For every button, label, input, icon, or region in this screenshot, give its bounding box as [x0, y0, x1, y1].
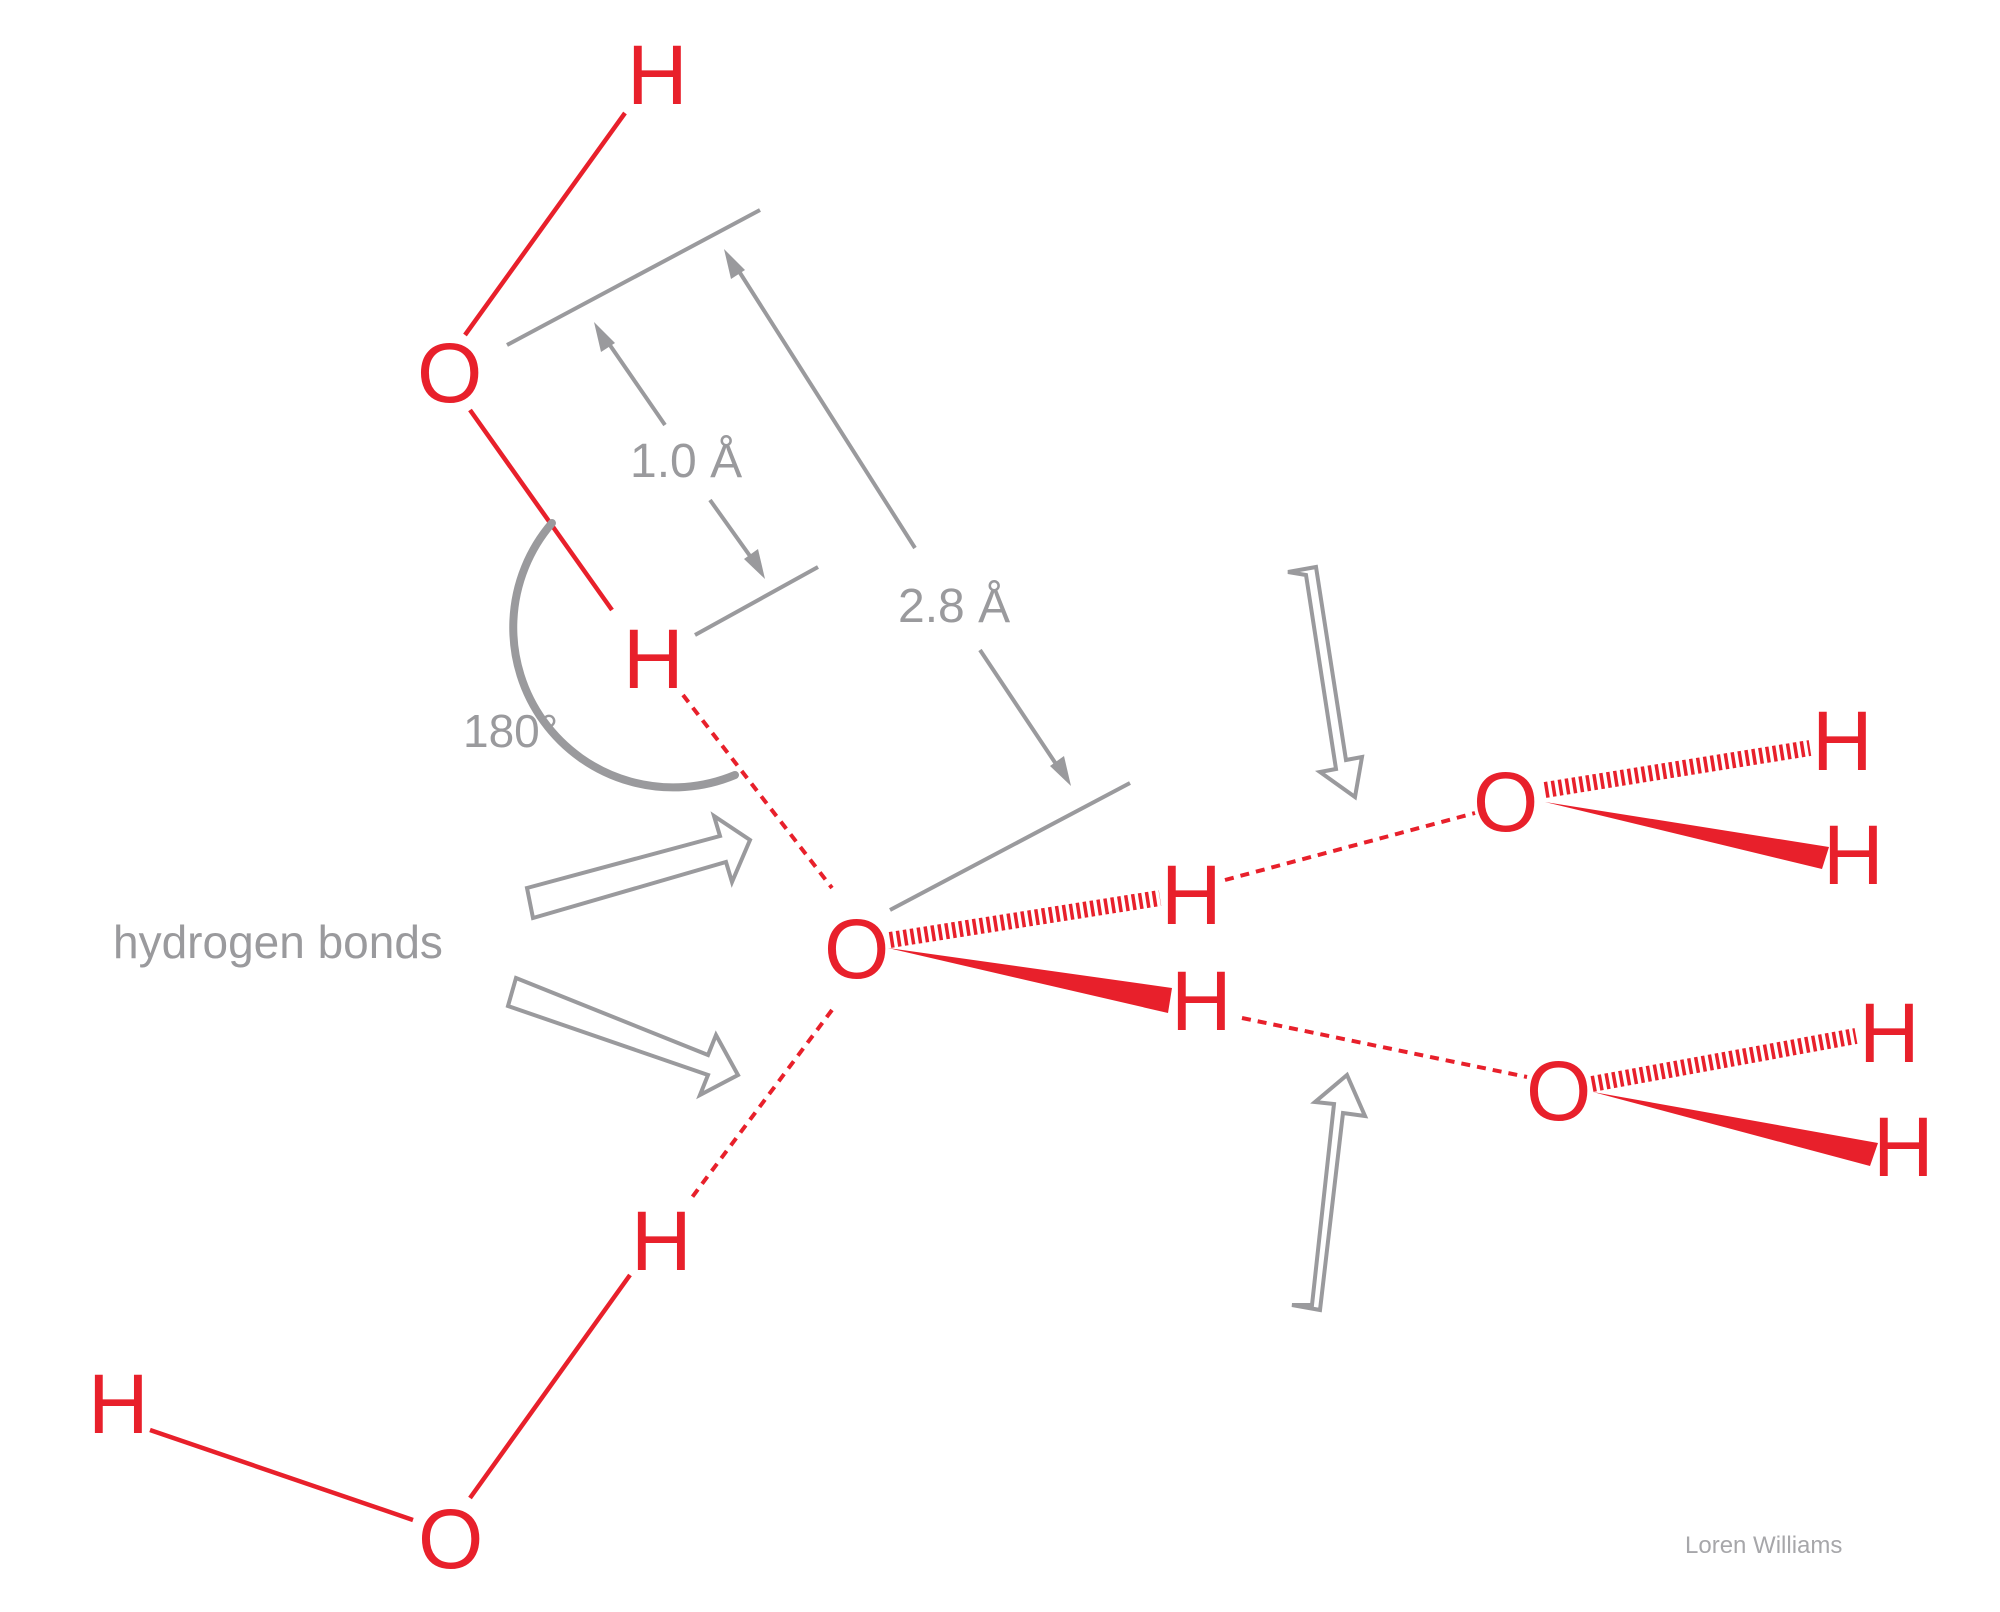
atom-upper-right-h1: H [1812, 694, 1873, 788]
atom-top-h2: H [623, 612, 684, 706]
arrowhead-2-8-down [1050, 756, 1071, 786]
angle-arc-180 [509, 519, 739, 792]
wedge-bond-upper-right [1545, 802, 1829, 869]
extension-line-h-top [694, 565, 819, 637]
atom-bottom-h1: H [631, 1194, 692, 1288]
hydrogen-bond-pointer-arrow-upper [524, 811, 753, 921]
hydrogen-bond-lower-right [1241, 1016, 1528, 1079]
atom-bottom-h2: H [88, 1357, 149, 1451]
extension-line-o-center [889, 781, 1131, 912]
oo-distance-label: 2.8 Å [898, 580, 1010, 633]
hashed-bond-upper-right [1543, 740, 1812, 798]
dimension-2-8-upper-arrow [733, 263, 917, 550]
hydrogen-bond-top [681, 693, 834, 890]
dimension-1-0-upper-arrow [603, 336, 667, 427]
atom-lower-right-h1: H [1859, 986, 1920, 1080]
hashed-bond-center-upper [888, 890, 1162, 948]
hydrogen-bond-pointer-arrow-lower [505, 975, 741, 1100]
wedge-bond-center-lower [888, 948, 1172, 1013]
bond-bottom-o-h [149, 1427, 414, 1523]
atom-right-h-upper: H [1161, 848, 1222, 942]
arrowhead-1-0-down [744, 549, 765, 579]
credit-text: Loren Williams [1685, 1532, 1842, 1559]
atom-upper-right-h2: H [1823, 808, 1884, 902]
extension-line-o-top [506, 208, 761, 347]
bond-top-o-h [468, 408, 614, 612]
arrowhead-2-8-up [724, 249, 745, 279]
atom-bottom-o: O [418, 1492, 483, 1586]
wedge-bond-lower-right [1593, 1092, 1878, 1166]
pointer-arrow-top-right [1287, 564, 1365, 801]
atom-center-o: O [824, 902, 889, 996]
dimension-2-8-lower-arrow [978, 648, 1062, 772]
angle-label: 180° [463, 705, 558, 757]
bond-bottom-h-o [468, 1273, 632, 1500]
atom-right-h-lower: H [1171, 954, 1232, 1048]
bond-top-h-o [463, 111, 627, 337]
dimension-1-0-lower-arrow [708, 498, 757, 565]
hydrogen-bond-upper-right [1224, 811, 1476, 882]
arrowhead-1-0-up [594, 322, 615, 352]
atom-top-o: O [417, 326, 482, 420]
hashed-bond-lower-right [1590, 1028, 1858, 1092]
atom-lower-right-o: O [1526, 1044, 1591, 1138]
atom-lower-right-h2: H [1873, 1100, 1934, 1194]
pointer-arrow-bottom-right [1291, 1071, 1369, 1313]
atom-top-h: H [627, 28, 688, 122]
bond-length-label: 1.0 Å [630, 435, 742, 488]
atom-upper-right-o: O [1473, 755, 1538, 849]
hydrogen-bond-bottom [688, 1008, 834, 1202]
hydrogen-bonds-label: hydrogen bonds [113, 916, 443, 968]
